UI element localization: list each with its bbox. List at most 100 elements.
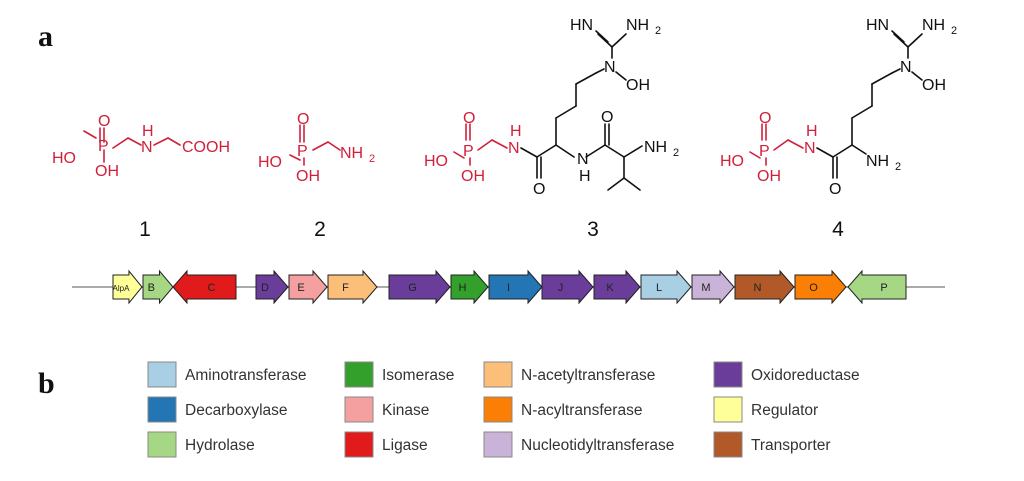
compound-3-backbone-bonds (520, 30, 643, 191)
gene-label-alpa: AlpA (113, 284, 131, 293)
gene-arrow-m (691, 269, 735, 305)
panel-label-a: a (38, 20, 53, 53)
compound-1-atom-p: P (98, 138, 109, 155)
legend-label-nucleotidyltransferase: Nucleotidyltransferase (521, 437, 674, 454)
gene-label-d: D (261, 282, 269, 294)
legend-label-kinase: Kinase (382, 402, 429, 419)
compound-1-bonds (83, 127, 181, 163)
gene-arrow-g (388, 269, 451, 305)
gene-arrow-e (288, 269, 328, 305)
gene-arrow-b (142, 269, 174, 305)
legend-swatch-decarboxylase (147, 396, 177, 423)
legend-label-ligase: Ligase (382, 437, 428, 454)
legend-label-n-acyltransferase: N-acyltransferase (521, 402, 642, 419)
gene-label-h: H (459, 282, 467, 294)
compound-3-atom-ho: HO (424, 153, 448, 170)
compound-3-atom-n: N (508, 140, 520, 157)
legend-label-isomerase: Isomerase (382, 367, 454, 384)
compound-2-bonds (289, 124, 341, 166)
compound-4-atom-oh: OH (757, 168, 781, 185)
gene-label-g: G (408, 282, 417, 294)
compound-1-structure: O P HO OH H N COOH (52, 113, 230, 180)
compound-2-number: 2 (314, 218, 326, 241)
compound-3-atom-o2: O (533, 181, 545, 198)
compound-3-atom-nh2: NH (644, 139, 667, 156)
compound-1-atom-oh: OH (95, 163, 119, 180)
compound-2-atom-oh: OH (296, 168, 320, 185)
compound-3-atom-n2: N (604, 59, 616, 76)
compound-2-structure: O P HO OH NH 2 (258, 111, 375, 185)
legend-swatch-n-acetyltransferase (483, 361, 513, 388)
compound-1-atom-n: N (141, 139, 153, 156)
compound-2-atom-subscript: 2 (369, 153, 375, 165)
gene-label-n: N (754, 282, 762, 294)
legend-label-transporter: Transporter (751, 437, 831, 454)
gene-arrow-k (593, 269, 641, 305)
compound-4-backbone-bonds (816, 30, 923, 179)
compound-3-atom-subscript: 2 (673, 147, 679, 159)
gene-arrow-o (794, 269, 847, 305)
compound-4-atom-n: N (804, 140, 816, 157)
compound-4-atom-oh2: OH (922, 77, 946, 94)
gene-label-e: E (297, 282, 304, 294)
legend-swatch-ligase (344, 431, 374, 458)
legend-label-regulator: Regulator (751, 402, 818, 419)
compound-4-atom-o2: O (829, 181, 841, 198)
gene-label-b: B (148, 282, 155, 294)
gene-label-m: M (701, 282, 710, 294)
legend-swatch-isomerase (344, 361, 374, 388)
compound-3-atom-subscript-b: 2 (655, 25, 661, 37)
compound-4-atom-nh2: NH (866, 153, 889, 170)
compound-3-atom-p: P (463, 143, 474, 160)
gene-label-i: I (507, 282, 510, 294)
gene-label-o: O (809, 282, 818, 294)
legend-label-oxidoreductase: Oxidoreductase (751, 367, 860, 384)
compound-1-atom-ho: HO (52, 150, 76, 167)
legend-swatch-nucleotidyltransferase (483, 431, 513, 458)
gene-label-l: L (656, 282, 662, 294)
legend-label-aminotransferase: Aminotransferase (185, 367, 306, 384)
compound-2-atom-o: O (297, 111, 309, 128)
legend-label-hydrolase: Hydrolase (185, 437, 255, 454)
compound-3-structure: O P HO OH H N (424, 17, 679, 198)
compound-4-number: 4 (832, 218, 844, 241)
gene-arrow-j (541, 269, 594, 305)
gene-arrow-c (172, 269, 237, 305)
gene-arrow-alpa (112, 269, 143, 305)
compound-3-atom-o3: O (601, 109, 613, 126)
compound-3-phosphonate-bonds (453, 123, 508, 166)
gene-arrow-i (488, 269, 543, 305)
compound-3-atom-oh: OH (461, 168, 485, 185)
compound-3-atom-nh: N (577, 151, 589, 168)
compound-4-atom-p: P (759, 143, 770, 160)
legend-swatch-transporter (713, 431, 743, 458)
gene-arrow-l (640, 269, 692, 305)
legend-swatch-oxidoreductase (713, 361, 743, 388)
compound-3-atom-nh-h: H (579, 168, 591, 185)
compound-3-atom-nh2b: NH (626, 17, 649, 34)
compound-2-atom-nh: NH (340, 145, 363, 162)
compound-3-atom-hn: HN (570, 17, 593, 34)
gene-label-p: P (880, 282, 887, 294)
legend-label-n-acetyltransferase: N-acetyltransferase (521, 367, 655, 384)
compound-2-atom-ho: HO (258, 154, 282, 171)
compound-1-atom-cooh: COOH (182, 139, 230, 156)
compound-1-atom-h: H (142, 123, 154, 140)
compound-2-atom-p: P (297, 143, 308, 160)
panel-label-b: b (38, 367, 55, 400)
compound-4-atom-ho: HO (720, 153, 744, 170)
gene-arrow-n (734, 269, 795, 305)
compound-4-atom-hn: HN (866, 17, 889, 34)
gene-label-k: K (606, 282, 614, 294)
compound-4-atom-h: H (806, 123, 818, 140)
compound-4-atom-n2: N (900, 59, 912, 76)
compound-3-atom-o: O (463, 110, 475, 127)
legend-swatch-aminotransferase (147, 361, 177, 388)
gene-label-c: C (208, 282, 216, 294)
compound-3-atom-oh2: OH (626, 77, 650, 94)
compound-4-structure: O P HO OH H N (720, 17, 957, 198)
gene-label-f: F (342, 282, 349, 294)
